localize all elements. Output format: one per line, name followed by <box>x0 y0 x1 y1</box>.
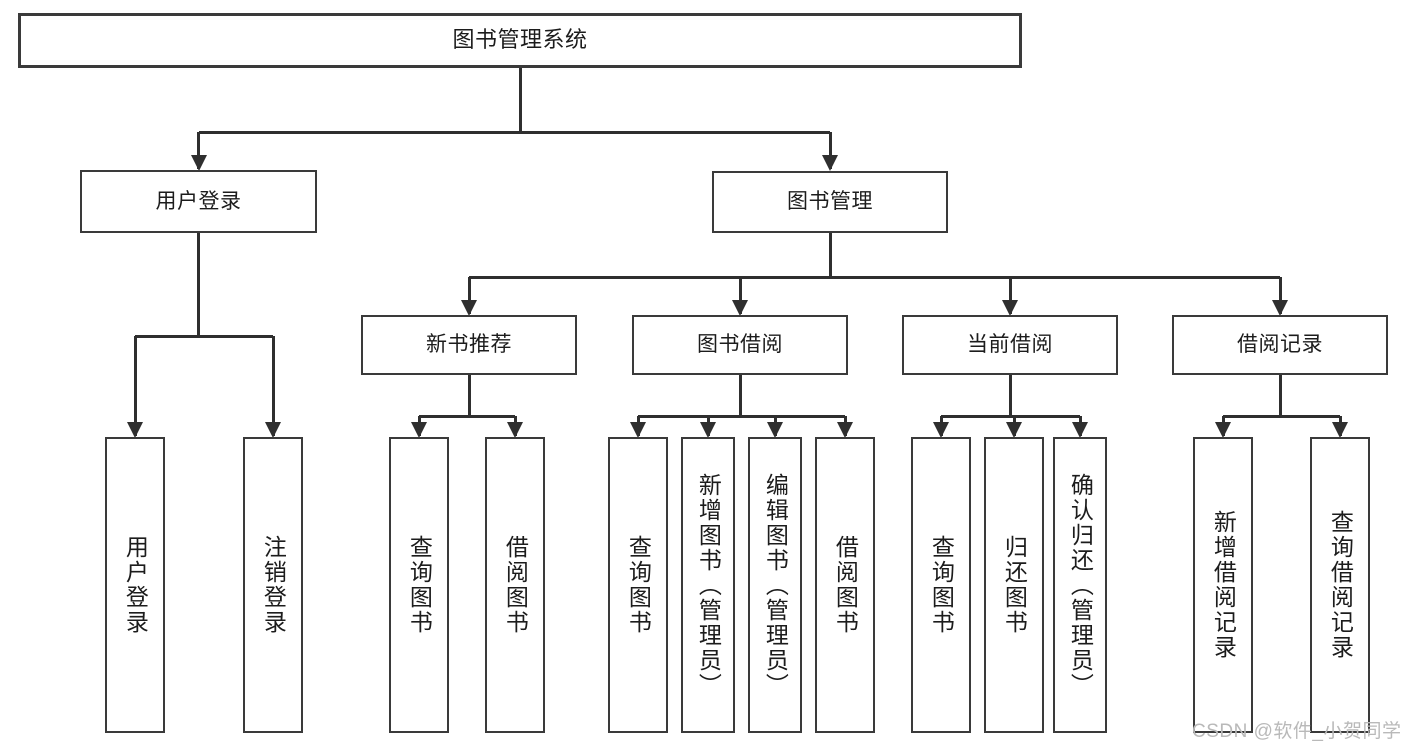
node-leaf-borrow-book-1[interactable]: 借阅图书 <box>485 437 545 733</box>
node-label-vertical: 归还图书 <box>1001 535 1028 635</box>
connector-arrowhead <box>1006 422 1022 438</box>
node-new-book-recommend[interactable]: 新书推荐 <box>361 315 577 375</box>
connector-arrowhead <box>461 300 477 316</box>
connector-horizontal <box>941 414 1080 418</box>
node-label-vertical: 查询图书 <box>928 535 955 635</box>
connector-vertical <box>271 336 275 436</box>
connector-vertical <box>1278 375 1282 416</box>
connector-arrowhead <box>1072 422 1088 438</box>
node-leaf-logout[interactable]: 注销登录 <box>243 437 303 733</box>
node-leaf-borrow-book-2[interactable]: 借阅图书 <box>815 437 875 733</box>
connector-arrowhead <box>700 422 716 438</box>
node-leaf-add-record[interactable]: 新增借阅记录 <box>1193 437 1253 733</box>
connector-vertical <box>467 375 471 416</box>
connector-horizontal <box>135 334 273 338</box>
connector-vertical <box>738 375 742 416</box>
node-leaf-confirm-return[interactable]: 确认归还（管理员） <box>1053 437 1107 733</box>
connector-arrowhead <box>265 422 281 438</box>
connector-arrowhead <box>837 422 853 438</box>
node-label-vertical: 查询图书 <box>406 535 433 635</box>
node-book-borrow[interactable]: 图书借阅 <box>632 315 848 375</box>
connector-arrowhead <box>1215 422 1231 438</box>
node-leaf-query-book-1[interactable]: 查询图书 <box>389 437 449 733</box>
connector-vertical <box>518 68 522 132</box>
node-borrow-record[interactable]: 借阅记录 <box>1172 315 1388 375</box>
connector-vertical <box>1278 277 1282 314</box>
connector-horizontal <box>638 414 845 418</box>
connector-vertical <box>1008 277 1012 314</box>
connector-vertical <box>197 132 200 169</box>
connector-arrowhead <box>933 422 949 438</box>
node-current-borrow[interactable]: 当前借阅 <box>902 315 1118 375</box>
connector-horizontal <box>1223 414 1340 418</box>
connector-vertical <box>828 233 832 277</box>
node-label-vertical: 借阅图书 <box>832 535 859 635</box>
connector-arrowhead <box>1272 300 1288 316</box>
connector-vertical <box>738 277 742 314</box>
node-label: 用户登录 <box>155 189 242 213</box>
node-label-vertical: 注销登录 <box>260 535 287 635</box>
node-leaf-edit-book[interactable]: 编辑图书（管理员） <box>748 437 802 733</box>
connector-vertical <box>133 336 137 436</box>
connector-arrowhead <box>1332 422 1348 438</box>
node-label-vertical: 查询图书 <box>625 535 652 635</box>
node-label-vertical: 新增图书（管理员） <box>695 472 722 698</box>
connector-vertical <box>467 277 471 314</box>
connector-arrowhead <box>1002 300 1018 316</box>
connector-vertical <box>1008 375 1012 416</box>
node-label-vertical: 编辑图书（管理员） <box>762 472 789 698</box>
connector-horizontal <box>198 130 830 134</box>
node-label-vertical: 用户登录 <box>122 535 149 635</box>
node-user-login[interactable]: 用户登录 <box>80 170 317 233</box>
connector-arrowhead <box>190 155 207 171</box>
node-label: 图书管理系统 <box>452 27 588 53</box>
connector-vertical <box>828 132 832 169</box>
node-label-vertical: 借阅图书 <box>502 535 529 635</box>
connector-horizontal <box>469 275 1280 279</box>
node-label-vertical: 新增借阅记录 <box>1210 510 1237 660</box>
connector-arrowhead <box>127 422 143 438</box>
node-label: 图书借阅 <box>697 333 783 357</box>
connector-arrowhead <box>507 422 523 438</box>
node-label: 新书推荐 <box>426 333 512 357</box>
node-label: 当前借阅 <box>967 333 1053 357</box>
node-leaf-query-record[interactable]: 查询借阅记录 <box>1310 437 1370 733</box>
node-leaf-user-login[interactable]: 用户登录 <box>105 437 165 733</box>
connector-arrowhead <box>767 422 783 438</box>
node-label-vertical: 查询借阅记录 <box>1327 510 1354 660</box>
connector-arrowhead <box>822 155 838 171</box>
node-label: 图书管理 <box>787 190 873 214</box>
connector-vertical <box>197 233 200 336</box>
node-leaf-add-book[interactable]: 新增图书（管理员） <box>681 437 735 733</box>
node-root-book-management-system[interactable]: 图书管理系统 <box>18 13 1022 68</box>
connector-horizontal <box>419 414 515 418</box>
node-label-vertical: 确认归还（管理员） <box>1067 472 1094 698</box>
connector-arrowhead <box>630 422 646 438</box>
connector-arrowhead <box>411 422 427 438</box>
connector-arrowhead <box>732 300 748 316</box>
node-leaf-query-book-3[interactable]: 查询图书 <box>911 437 971 733</box>
node-leaf-query-book-2[interactable]: 查询图书 <box>608 437 668 733</box>
node-book-manage[interactable]: 图书管理 <box>712 171 948 233</box>
node-leaf-return-book[interactable]: 归还图书 <box>984 437 1044 733</box>
node-label: 借阅记录 <box>1237 333 1323 357</box>
